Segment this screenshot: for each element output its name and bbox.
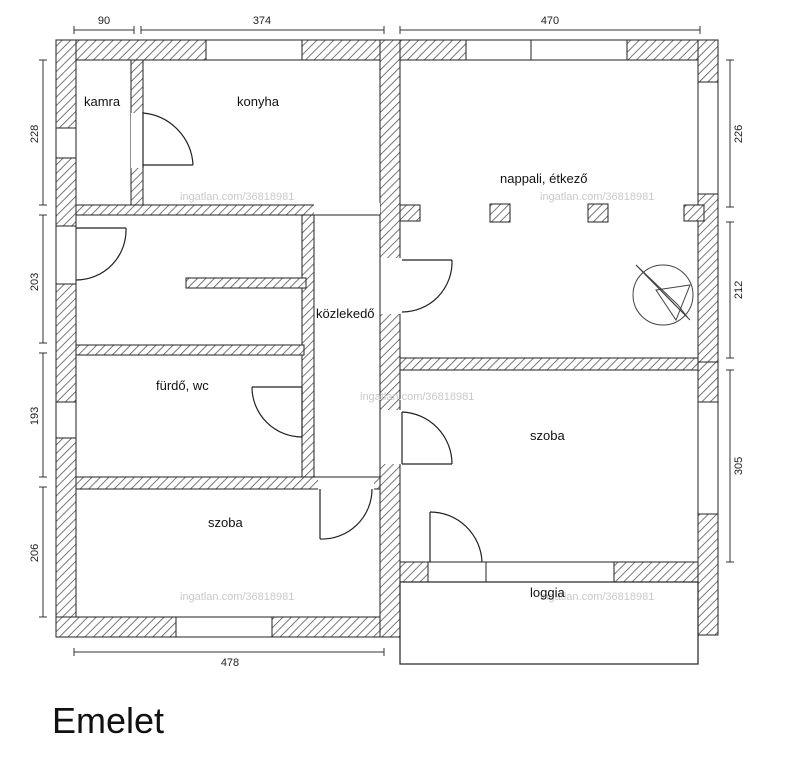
- dim-top-nappali: 470: [541, 15, 559, 27]
- room-nappali: nappali, étkező: [500, 171, 587, 186]
- watermark-2: ingatlan.com/36818981: [540, 191, 654, 203]
- dim-left-szoba: 206: [29, 544, 41, 562]
- floor-title: Emelet: [52, 700, 165, 741]
- door-loggia: [429, 511, 483, 563]
- room-furdo: fürdő, wc: [156, 378, 209, 393]
- window-left-middle: [55, 225, 77, 285]
- room-kamra: kamra: [84, 94, 121, 109]
- door-nappali: [401, 259, 453, 313]
- door-konyha: [142, 112, 194, 168]
- window-furdo: [55, 401, 77, 439]
- door-openings: [131, 113, 402, 490]
- window-loggia-1: [427, 561, 487, 583]
- opening-konyha: [131, 113, 144, 168]
- window-kamra: [55, 127, 77, 159]
- window-konyha: [205, 39, 303, 61]
- opening-nappali: [379, 258, 402, 314]
- watermark-5: ingatlan.com/36818981: [540, 591, 654, 603]
- windows: [55, 39, 719, 638]
- dim-left-kamra: 228: [29, 125, 41, 143]
- walls: [55, 39, 719, 638]
- compass-icon: [632, 264, 694, 326]
- window-right-szoba: [697, 401, 719, 515]
- window-right-nappali: [697, 81, 719, 195]
- door-furdo: [251, 386, 303, 438]
- window-szoba-bottom: [175, 616, 273, 638]
- dim-right-nappali-lower: 212: [733, 281, 745, 299]
- corridor-outline: [313, 214, 381, 478]
- door-szoba-right: [401, 411, 453, 465]
- dim-left-middle: 203: [29, 273, 41, 291]
- wall-stub-right: [683, 204, 705, 222]
- dim-bottom: 478: [221, 657, 239, 669]
- wall-below-furdo: [75, 476, 381, 490]
- wall-center: [379, 39, 401, 638]
- dim-right-szoba: 305: [733, 457, 745, 475]
- wall-above-furdo: [75, 344, 305, 356]
- wall-corridor-stub: [185, 277, 307, 289]
- dim-left-furdo: 193: [29, 407, 41, 425]
- column-2: [587, 203, 609, 223]
- watermark-3: ingatlan.com/36818981: [360, 391, 474, 403]
- column-1: [489, 203, 511, 223]
- room-kozlekedo: közlekedő: [316, 306, 375, 321]
- opening-szoba: [379, 410, 402, 464]
- opening-szoba-left: [318, 476, 374, 490]
- dim-right-nappali-upper: 226: [733, 125, 745, 143]
- wall-stub-left: [399, 204, 421, 222]
- door-szoba-left: [319, 488, 373, 540]
- room-szoba-left: szoba: [208, 515, 243, 530]
- doors: [75, 112, 483, 563]
- window-loggia-2: [485, 561, 615, 583]
- wall-under-kitchen: [75, 204, 317, 216]
- window-nappali-2: [530, 39, 628, 61]
- dim-top-konyha: 374: [253, 15, 271, 27]
- window-nappali-1: [465, 39, 532, 61]
- room-szoba-right: szoba: [530, 428, 565, 443]
- wall-nappali-szoba: [399, 357, 699, 371]
- room-konyha: konyha: [237, 94, 280, 109]
- columns: [489, 203, 609, 223]
- door-middle-room: [75, 227, 127, 281]
- opening-corridor-top: [314, 203, 380, 217]
- room-loggia: loggia: [530, 585, 565, 600]
- dim-top-kamra: 90: [98, 15, 110, 27]
- watermark-1: ingatlan.com/36818981: [180, 191, 294, 203]
- watermark-4: ingatlan.com/36818981: [180, 591, 294, 603]
- loggia-outline: [399, 581, 699, 665]
- dimension-lines: [39, 26, 734, 656]
